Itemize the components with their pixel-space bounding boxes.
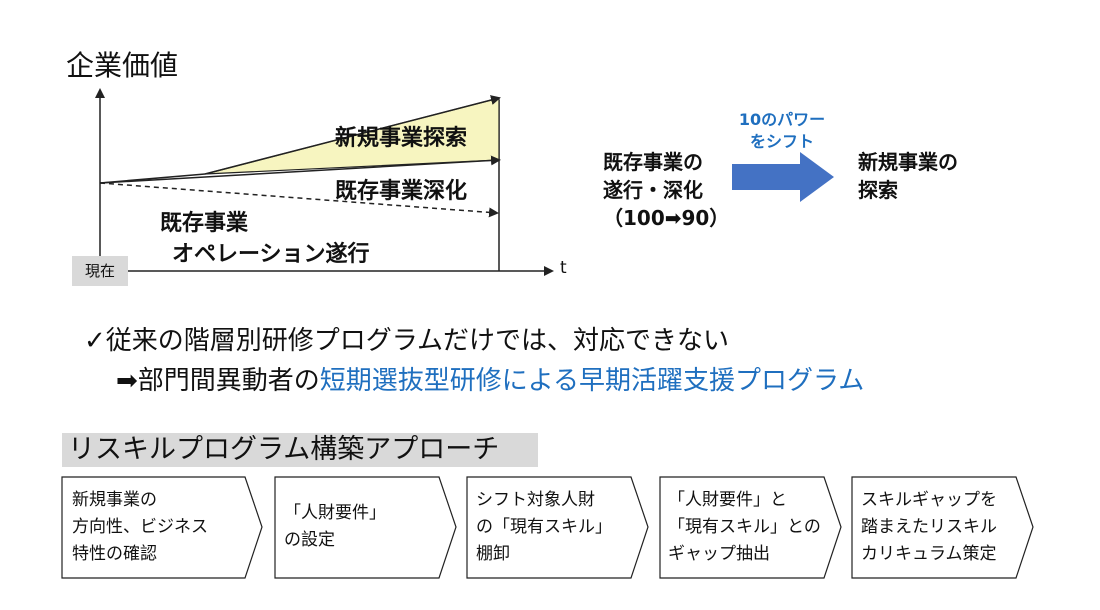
label-deepening: 既存事業深化 [335,179,468,204]
step-1-text: 新規事業の 方向性、ビジネス 特性の確認 [72,490,208,564]
step-chevron-3 [466,476,649,579]
statement-line2: ➡部門間異動者の短期選抜型研修による早期活躍支援プログラム [116,360,864,397]
statement-line2-prefix: ➡部門間異動者の [116,366,320,396]
exploration-upper-edge [204,95,501,175]
step-chevron-1 [61,476,263,579]
operation-line [99,182,499,218]
statement-line1: ✓従来の階層別研修プログラムだけでは、対応できない [84,326,730,356]
label-operation-2: オペレーション遂行 [172,242,370,267]
label-operation-1: 既存事業 [160,211,249,236]
shift-arrow-label: 10のパワー をシフト [724,109,840,153]
step-chevron-2 [274,476,457,579]
step-chevron-4 [659,476,842,579]
shift-left-text: 既存事業の 遂行・深化 （100➡90） [603,148,729,232]
step-2-text: 「人財要件」 の設定 [284,503,386,550]
shift-right-text: 新規事業の 探索 [858,148,958,204]
label-exploration: 新規事業探索 [335,126,468,151]
x-axis-label: t [560,258,567,278]
step-4-text: 「人財要件」と 「現有スキル」との ギャップ抽出 [668,490,821,564]
shift-arrow-label-line1: 10のパワー [738,110,826,129]
shift-right-line2: 探索 [858,178,898,202]
statement-line2-highlight: 短期選抜型研修による早期活躍支援プログラム [319,366,865,396]
shift-right-line1: 新規事業の [858,150,958,174]
shift-left-line3: （100➡90） [603,206,730,230]
shift-left-line1: 既存事業の [603,150,703,174]
step-3-text: シフト対象人財 の「現有スキル」 棚卸 [476,490,612,564]
current-label: 現在 [72,256,128,286]
approach-title: リスキルプログラム構築アプローチ [62,433,538,467]
y-axis-title: 企業価値 [66,49,179,82]
shift-left-line2: 遂行・深化 [603,178,703,202]
shift-arrow-label-line2: をシフト [749,132,814,151]
step-5-text: スキルギャップを 踏まえたリスキル カリキュラム策定 [861,490,997,564]
approach-steps [61,476,1034,579]
step-chevron-5 [851,476,1034,579]
deepening-line [99,155,501,184]
shift-arrow [732,152,834,202]
